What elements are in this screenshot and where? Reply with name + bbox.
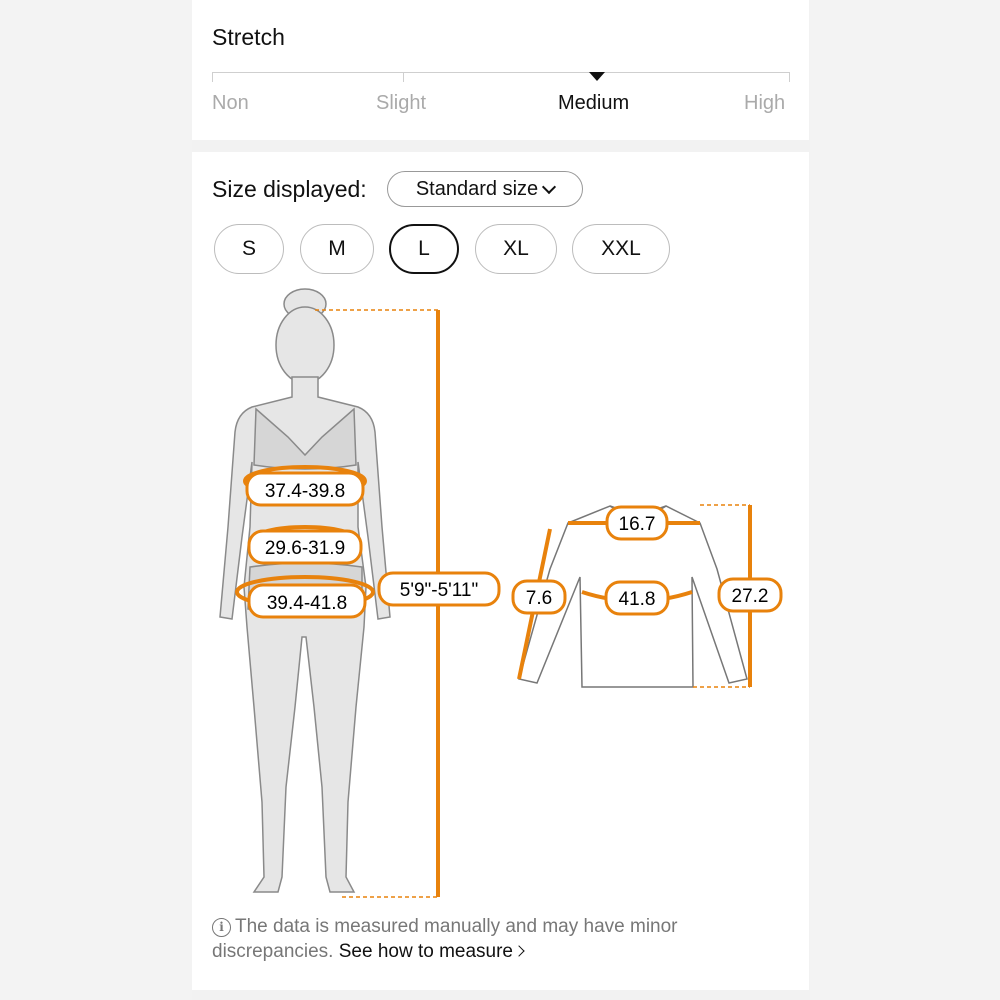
length-label: 27.2 [717, 577, 783, 613]
shoulder-value: 16.7 [619, 514, 656, 535]
measurement-diagram: 37.4-39.8 29.6-31.9 39.4-41.8 5'9"-5'11" [219, 288, 783, 898]
stretch-title: Stretch [212, 24, 285, 50]
stretch-level-non: Non [212, 92, 249, 114]
sleeve-value: 7.6 [526, 588, 552, 609]
stretch-level-slight: Slight [376, 92, 427, 114]
bust-label: 37.4-39.8 [245, 471, 365, 507]
left-margin [0, 0, 192, 1000]
size-option-l[interactable]: L [389, 224, 459, 274]
bust-value: 37.4-39.8 [265, 481, 345, 502]
stretch-level-medium: Medium [558, 92, 630, 114]
size-option-s[interactable]: S [214, 224, 284, 274]
size-option-xxl[interactable]: XXL [572, 224, 670, 274]
stretch-tick [403, 72, 404, 82]
stretch-tick [789, 72, 790, 82]
stretch-marker-icon [589, 72, 605, 81]
stretch-track [212, 72, 789, 73]
size-system-dropdown[interactable]: Standard size [387, 171, 583, 207]
stretch-card: Stretch Non Slight Medium High [192, 0, 809, 140]
chevron-right-icon [513, 945, 525, 957]
stretch-level-high: High [744, 92, 786, 114]
length-value: 27.2 [732, 586, 769, 607]
size-option-xl[interactable]: XL [475, 224, 557, 274]
chevron-down-icon [542, 179, 557, 195]
info-icon: i [212, 918, 231, 937]
waist-label: 29.6-31.9 [247, 529, 363, 565]
size-system-value: Standard size [415, 177, 539, 200]
stretch-tick [212, 72, 213, 82]
how-to-measure-link[interactable]: See how to measure [338, 941, 525, 962]
waist-value: 29.6-31.9 [265, 538, 345, 559]
size-displayed-label: Size displayed: [212, 176, 367, 202]
shoulder-label: 16.7 [605, 505, 669, 541]
size-option-m[interactable]: M [300, 224, 374, 274]
height-label: 5'9"-5'11" [377, 571, 501, 607]
size-card: Size displayed: Standard size S M L XL X… [192, 152, 809, 990]
sleeve-label: 7.6 [511, 579, 567, 615]
hips-label: 39.4-41.8 [247, 583, 367, 619]
note-text: The data is measured manually and may ha… [212, 916, 678, 962]
garment-bust-value: 41.8 [619, 589, 656, 610]
garment-bust-label: 41.8 [604, 580, 670, 616]
how-to-measure-label: See how to measure [338, 941, 513, 962]
right-margin [810, 0, 1000, 1000]
height-value: 5'9"-5'11" [400, 580, 479, 601]
hips-value: 39.4-41.8 [267, 593, 347, 614]
